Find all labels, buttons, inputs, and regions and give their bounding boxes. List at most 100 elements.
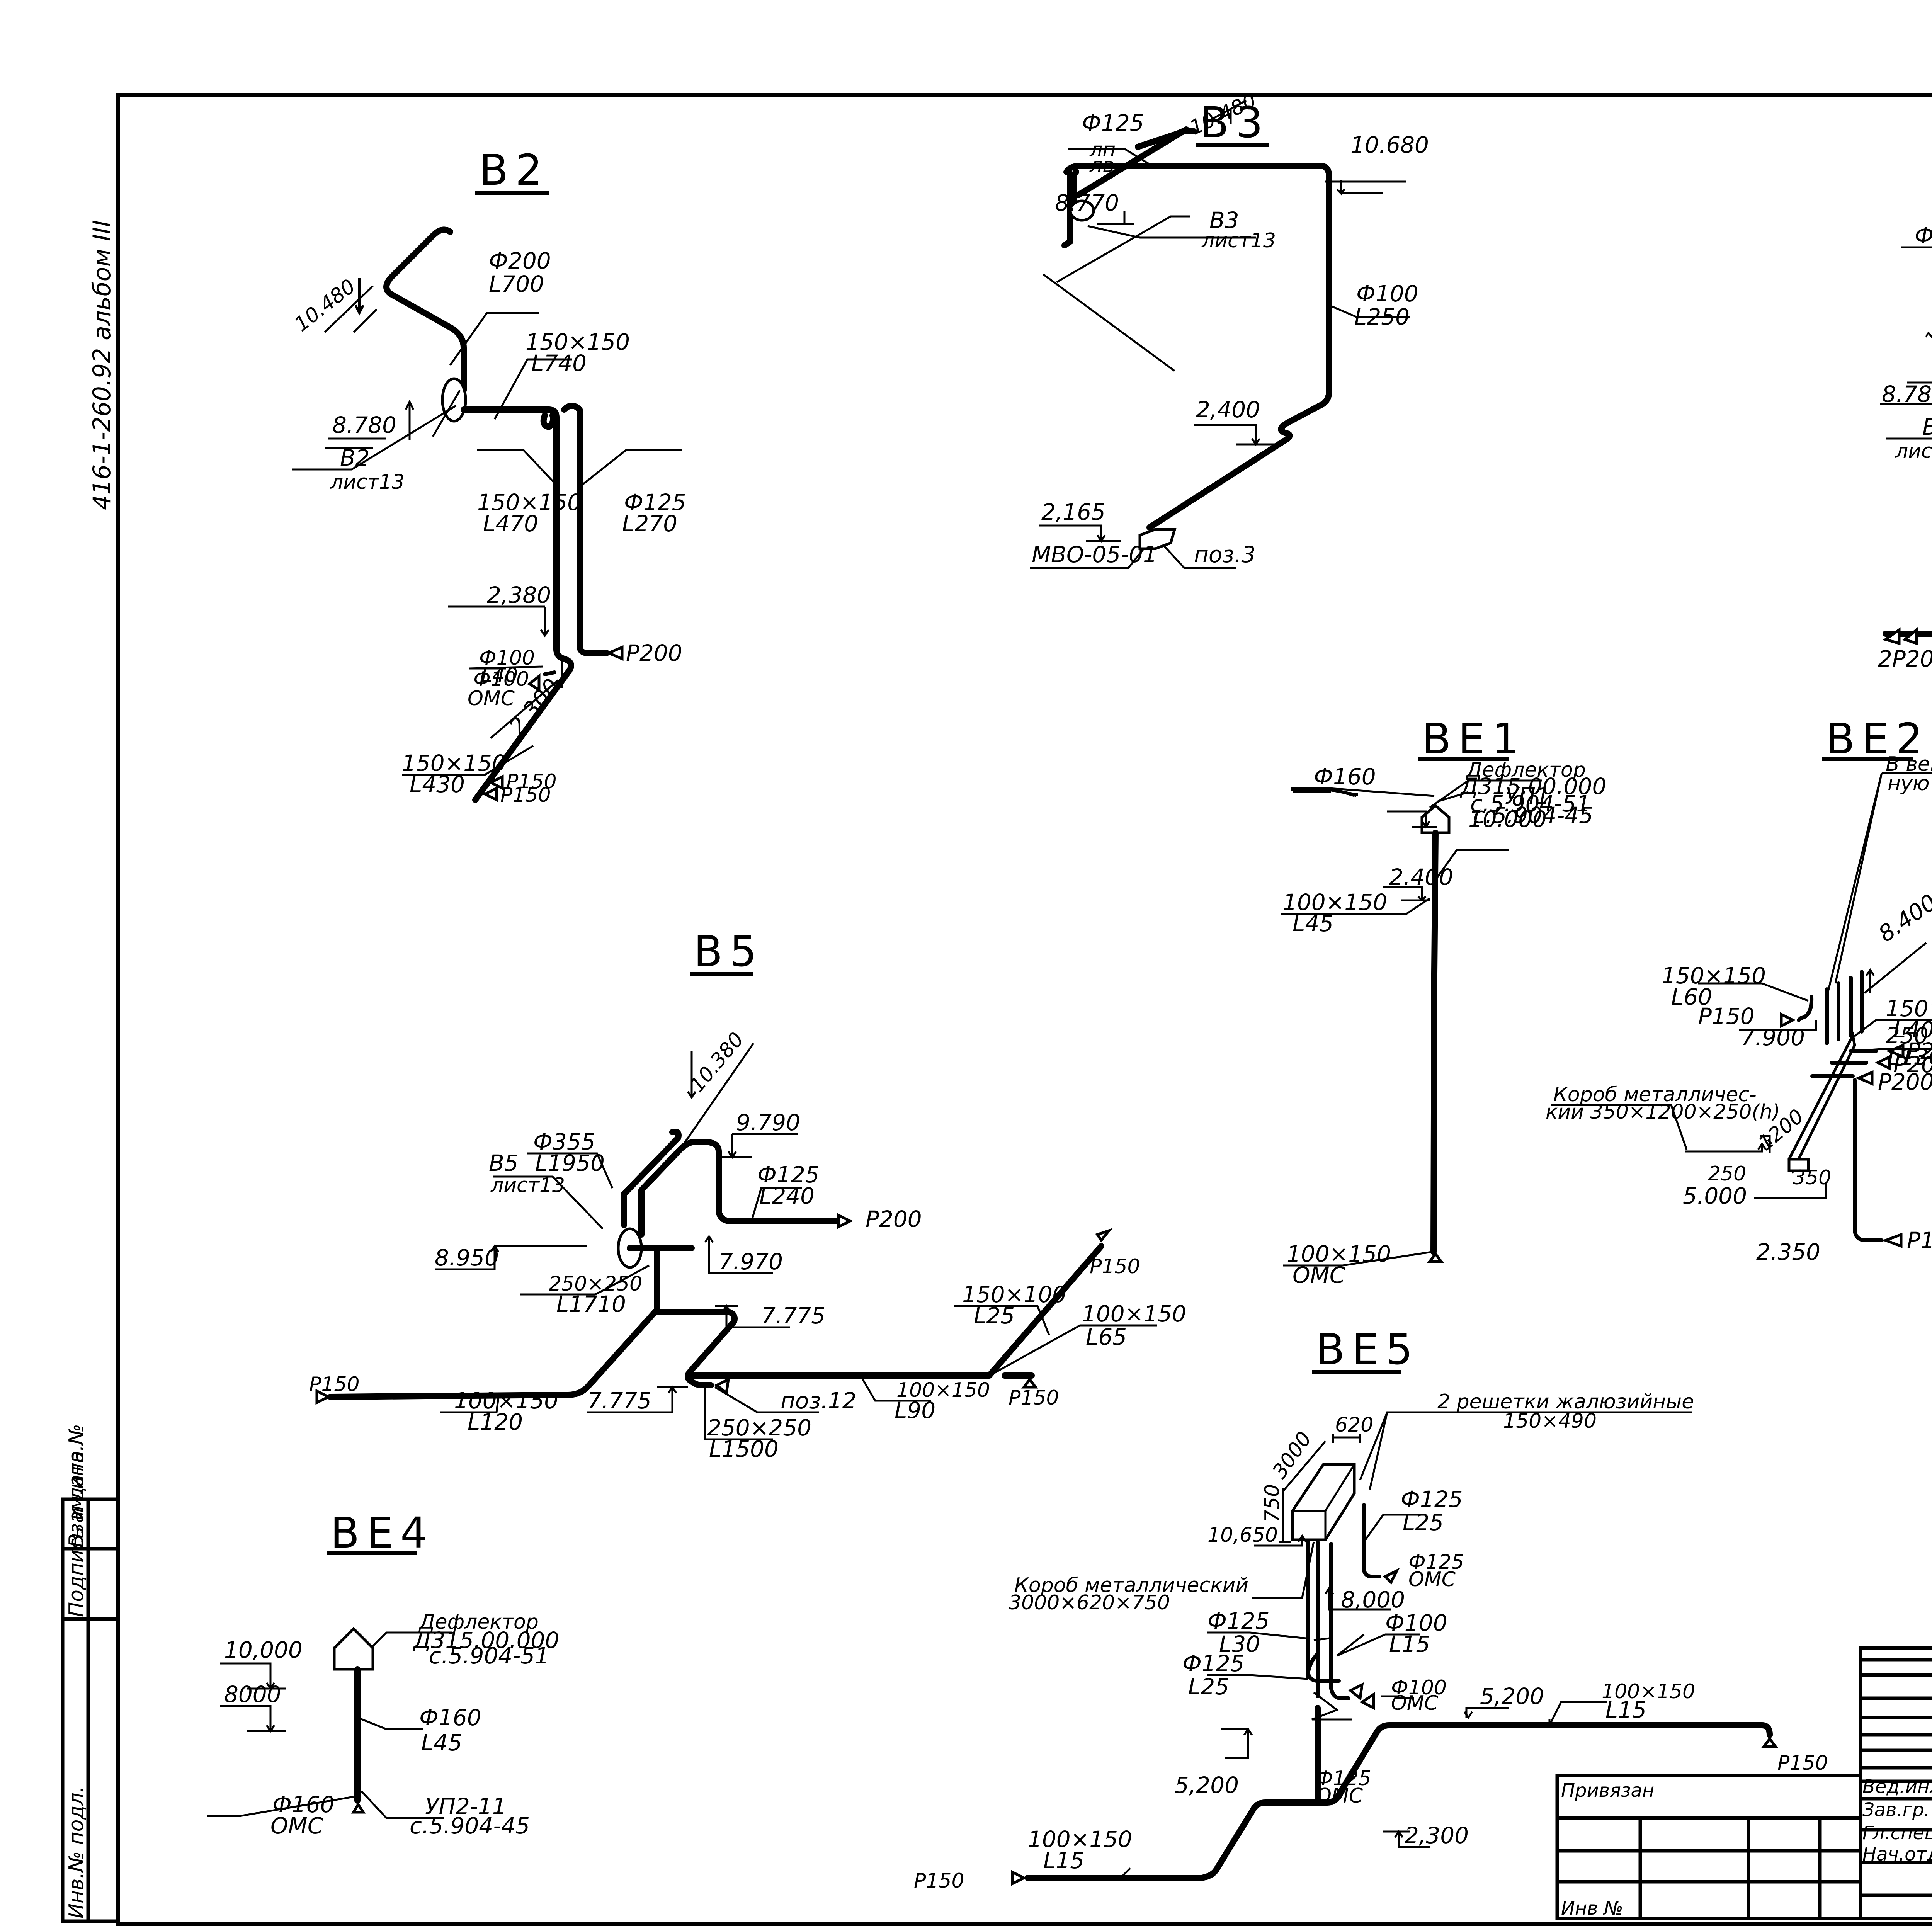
b3-elev-2165: 2,165: [1041, 499, 1105, 525]
b2-l700: L700: [489, 271, 544, 297]
be5-grilles: 2 решетки жалюзийные: [1437, 1390, 1694, 1413]
b2-d150x150c: 150×150: [402, 750, 506, 776]
b3-elev-877: 8.770: [1055, 190, 1119, 216]
b5-l90: L90: [895, 1397, 935, 1423]
be2-r200a: Р200: [1907, 1038, 1932, 1064]
be4-series: с.5.904-51: [429, 1643, 549, 1669]
be5-r150b: Р150: [1777, 1752, 1828, 1775]
scheme-be1: ВЕ1: [1281, 714, 1606, 1288]
binding-label: Привязан: [1561, 1780, 1654, 1801]
be5-dim-620: 620: [1335, 1413, 1373, 1437]
b5-unit-sheet: лист13: [490, 1174, 565, 1197]
b3-pos3: поз.3: [1194, 541, 1256, 568]
scheme-title-b2: В2: [479, 145, 549, 195]
b5-r200: Р200: [866, 1206, 922, 1232]
b2-elev-878: 8.780: [332, 412, 396, 438]
b2-d100b: Ф100: [473, 668, 529, 691]
b3-d125: Ф125: [1082, 110, 1144, 136]
be1-code: Д315.00.000: [1459, 773, 1606, 799]
b5-elev-7775b: 7.775: [587, 1388, 651, 1414]
be2-l60: L60: [1671, 984, 1712, 1010]
role-4: Нач.отд: [1862, 1844, 1932, 1865]
be5-elev-520a: 5,200: [1480, 1683, 1544, 1709]
be5-l15c: L15: [1043, 1847, 1084, 1874]
be2-l130: L130: [1888, 1044, 1932, 1070]
be5-d100x150b: 100×150: [1028, 1826, 1132, 1852]
be2-d150x150: 150×150: [1662, 963, 1766, 989]
b3-elev-1068: 10.680: [1350, 132, 1429, 158]
b2-l430: L430: [410, 771, 465, 798]
b2-d200: Ф200: [489, 248, 551, 274]
b2-unit: В2: [340, 445, 370, 471]
b2-unit-sheet: лист13: [330, 471, 405, 494]
be2-r150b: Р150: [1907, 1227, 1932, 1253]
b5-l65: L65: [1086, 1324, 1127, 1350]
b5-r150l: Р150: [309, 1373, 360, 1396]
be5-l25a: L25: [1403, 1509, 1444, 1536]
be5-d125e: Ф125: [1316, 1767, 1371, 1790]
be5-d100x150a: 100×150: [1602, 1680, 1695, 1703]
be5-r150a: Р150: [914, 1869, 964, 1893]
be5-grille-size: 150×490: [1503, 1410, 1597, 1433]
b5-d250x250a: 250×250: [549, 1272, 642, 1296]
deflector-be4: [333, 1627, 374, 1671]
be1-d100x150: 100×150: [1283, 889, 1387, 915]
be4-l45: L45: [421, 1730, 462, 1756]
scheme-b4: В4 Ф200 10.480 150×250 L720 9.900 8.780 …: [1878, 223, 1932, 672]
be1-series: с.5.904-51: [1470, 791, 1590, 817]
b3-unit: В3: [1209, 207, 1239, 233]
sheet-frame: 17: [116, 93, 1932, 1926]
b5-l120: L120: [468, 1409, 523, 1435]
b5-elev-797: 7.970: [719, 1248, 783, 1275]
b5-elev-979: 9.790: [736, 1109, 800, 1136]
be5-l15b: L15: [1605, 1697, 1646, 1723]
b5-r150b: Р150: [1009, 1386, 1059, 1410]
scheme-be5: ВЕ5 2 решетки жалюзийные 15: [914, 1325, 1828, 1893]
duct-b5: [621, 1129, 682, 1228]
be4-omc: ОМС: [270, 1813, 323, 1839]
b5-r150t: Р150: [1090, 1255, 1140, 1278]
be1-omc: ОМС: [1293, 1262, 1345, 1288]
b2-d150x150b: 150×150: [477, 489, 582, 515]
b2-l270: L270: [622, 510, 677, 537]
be1-up1: УП1: [1505, 783, 1550, 809]
b5-unit: В5: [489, 1150, 519, 1176]
b4-elev-878: 8.780: [1882, 381, 1932, 407]
b2-d125: Ф125: [624, 489, 686, 515]
scheme-title-be4: ВЕ4: [330, 1508, 434, 1558]
be5-box1: Короб металлический: [1014, 1574, 1248, 1597]
b3-lp: лп: [1089, 138, 1116, 162]
be4-code: Д315.00.000: [412, 1627, 559, 1653]
b3-mvo: МВО-05-01: [1032, 541, 1157, 568]
role-2: Зав.гр.: [1862, 1799, 1930, 1821]
be1-elev-240: 2.400: [1389, 864, 1453, 890]
be2-d150x100: 150×100: [1886, 995, 1932, 1022]
be4-elev-1000: 10,000: [224, 1637, 303, 1663]
b5-elev-895: 8.950: [435, 1245, 499, 1271]
be4-d160b: Ф160: [272, 1791, 335, 1818]
be2-box1: Короб металличес-: [1553, 1083, 1757, 1106]
b5-pos12: поз.12: [781, 1388, 857, 1414]
be2-shaft1: В вентиляцион-: [1886, 753, 1932, 776]
be5-elev-800: 8,000: [1341, 1587, 1405, 1613]
b2-d100: Ф100: [479, 646, 535, 670]
scheme-title-be5: ВЕ5: [1316, 1325, 1420, 1374]
be2-box2: кий 350×1200×250(h): [1546, 1100, 1780, 1124]
be5-box2: 3000×620×750: [1009, 1591, 1170, 1614]
be1-elev-1000: 10.000: [1468, 806, 1547, 832]
scheme-title-b5: В5: [694, 927, 764, 976]
scheme-b2: В2 10.480 Ф200 L700 150×150 L740 8.780 В…: [290, 145, 686, 807]
be5-d125a: Ф125: [1401, 1486, 1463, 1512]
b3-l250: L250: [1354, 304, 1410, 330]
b4-d200: Ф200: [1915, 223, 1932, 249]
metal-box-be5: [1291, 1463, 1356, 1541]
be5-d125c: Ф125: [1208, 1608, 1270, 1634]
b2-l40: L40: [481, 664, 518, 687]
be1-d160: Ф160: [1314, 764, 1376, 790]
b5-d125: Ф125: [757, 1162, 820, 1188]
inv-label: Инв №: [1561, 1898, 1623, 1919]
be5-omc-c: ОМС: [1316, 1784, 1363, 1808]
be2-shaft2: ную шахту: [1888, 772, 1932, 795]
